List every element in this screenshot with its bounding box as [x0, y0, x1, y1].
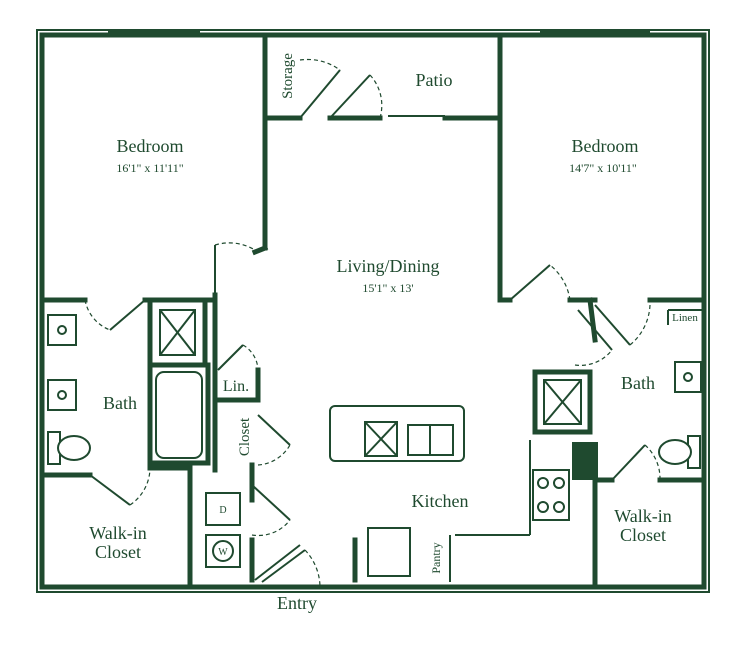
closet-label: Closet	[237, 417, 253, 456]
entry-label: Entry	[277, 593, 317, 613]
left-toilet-bowl	[57, 435, 91, 461]
refrigerator	[367, 527, 411, 577]
walkin-left-line2: Closet	[95, 542, 141, 562]
bedroom-left-label: Bedroom	[117, 136, 184, 156]
walkin-left-line1: Walk-in	[89, 523, 147, 543]
bath-right-label: Bath	[621, 373, 655, 393]
bedroom-right-dims: 14'7" x 10'11"	[569, 161, 637, 175]
dryer-label: D	[219, 505, 226, 516]
bedroom-left-dims: 16'1" x 11'11"	[116, 161, 183, 175]
storage-label: Storage	[280, 53, 296, 99]
right-toilet-bowl	[658, 439, 692, 465]
outer-border	[36, 29, 710, 593]
left-sink-1	[47, 314, 77, 346]
washer-box	[205, 534, 241, 568]
pantry-label: Pantry	[429, 542, 443, 573]
dryer-box	[205, 492, 241, 526]
walkin-right-line2: Closet	[620, 525, 666, 545]
kitchen-label: Kitchen	[412, 491, 469, 511]
tub	[155, 371, 203, 459]
wall-block	[572, 442, 598, 480]
living-label: Living/Dining	[337, 256, 440, 276]
linen-right-label: Linen	[672, 312, 698, 324]
windows	[108, 31, 650, 117]
patio-label: Patio	[415, 70, 452, 90]
interior-walls	[39, 32, 707, 590]
washer-label: W	[218, 547, 228, 558]
right-sink	[674, 361, 702, 393]
range	[532, 469, 570, 521]
living-dims: 15'1" x 13'	[362, 281, 413, 295]
door-swings	[84, 58, 661, 588]
bath-left-label: Bath	[103, 393, 137, 413]
labels: Bedroom 16'1" x 11'11" Bedroom 14'7" x 1…	[89, 53, 698, 613]
bedroom-right-label: Bedroom	[572, 136, 639, 156]
fixtures	[47, 309, 702, 577]
linen-small-label: Lin.	[223, 378, 249, 395]
walkin-right-line1: Walk-in	[614, 506, 672, 526]
left-sink-2	[47, 379, 77, 411]
